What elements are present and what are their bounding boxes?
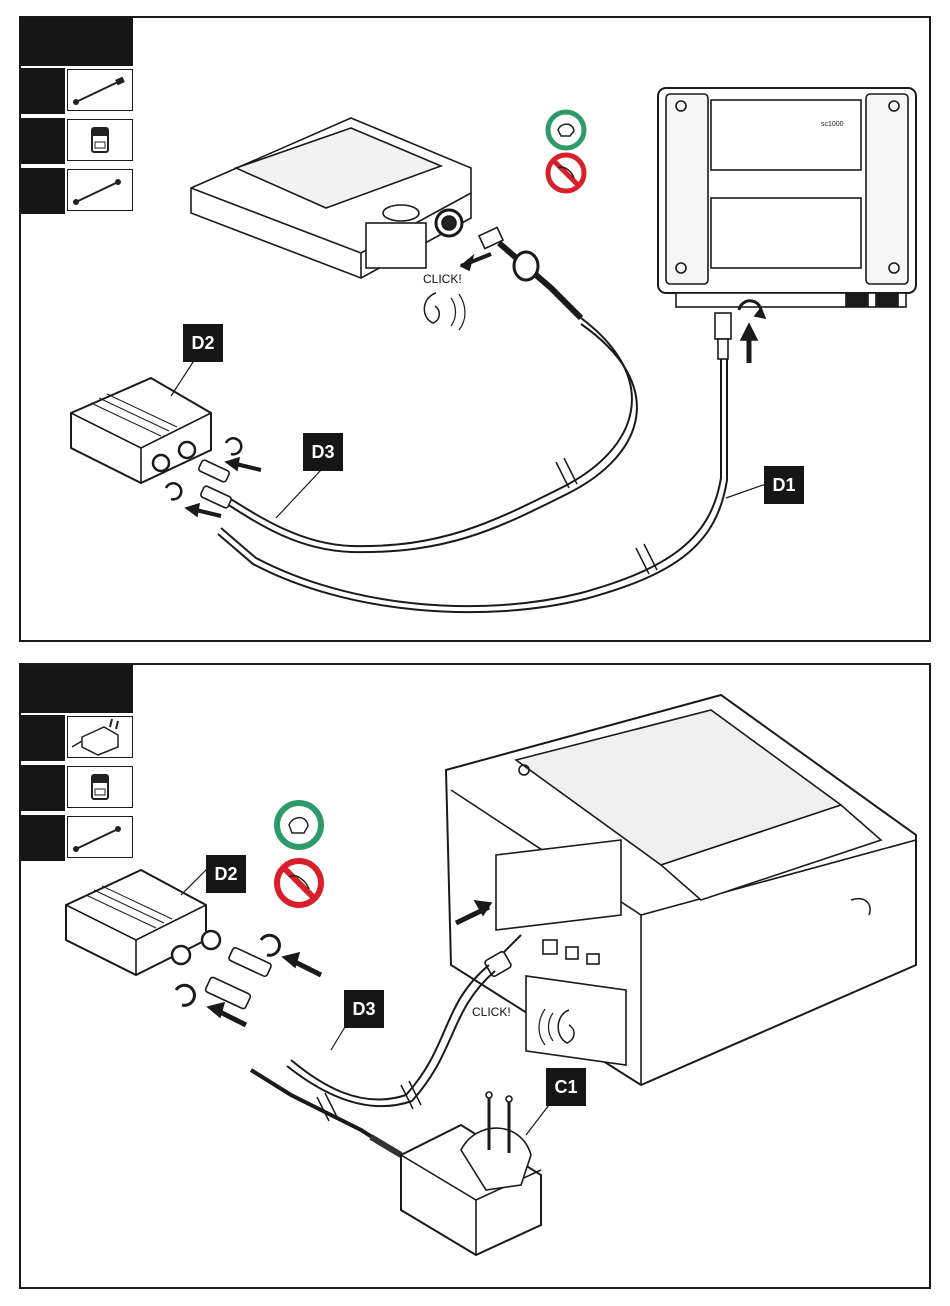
controller-label: sc1000: [821, 121, 844, 128]
hand-tighten-icon: [548, 112, 584, 148]
callout-c1: C1: [546, 1068, 586, 1106]
hand-tighten-icon: [277, 803, 321, 847]
callout-d3: D3: [303, 433, 343, 471]
callout-d2: D2: [183, 324, 223, 362]
callout-d1: D1: [764, 466, 804, 504]
click-label: CLICK!: [423, 272, 462, 286]
panel2-illustration: [21, 665, 929, 1287]
panel-instrument-connection: D2 D3 C1 CLICK!: [19, 663, 931, 1289]
callout-d2: D2: [206, 855, 246, 893]
panel1-illustration: sc1000: [21, 18, 929, 640]
panel-sc1000-connection: sc1000 D2 D3 D1 CLICK!: [19, 16, 931, 642]
no-tool-icon: [277, 861, 321, 905]
no-tool-icon: [548, 155, 584, 191]
click-label: CLICK!: [472, 1005, 511, 1019]
callout-d3: D3: [344, 990, 384, 1028]
